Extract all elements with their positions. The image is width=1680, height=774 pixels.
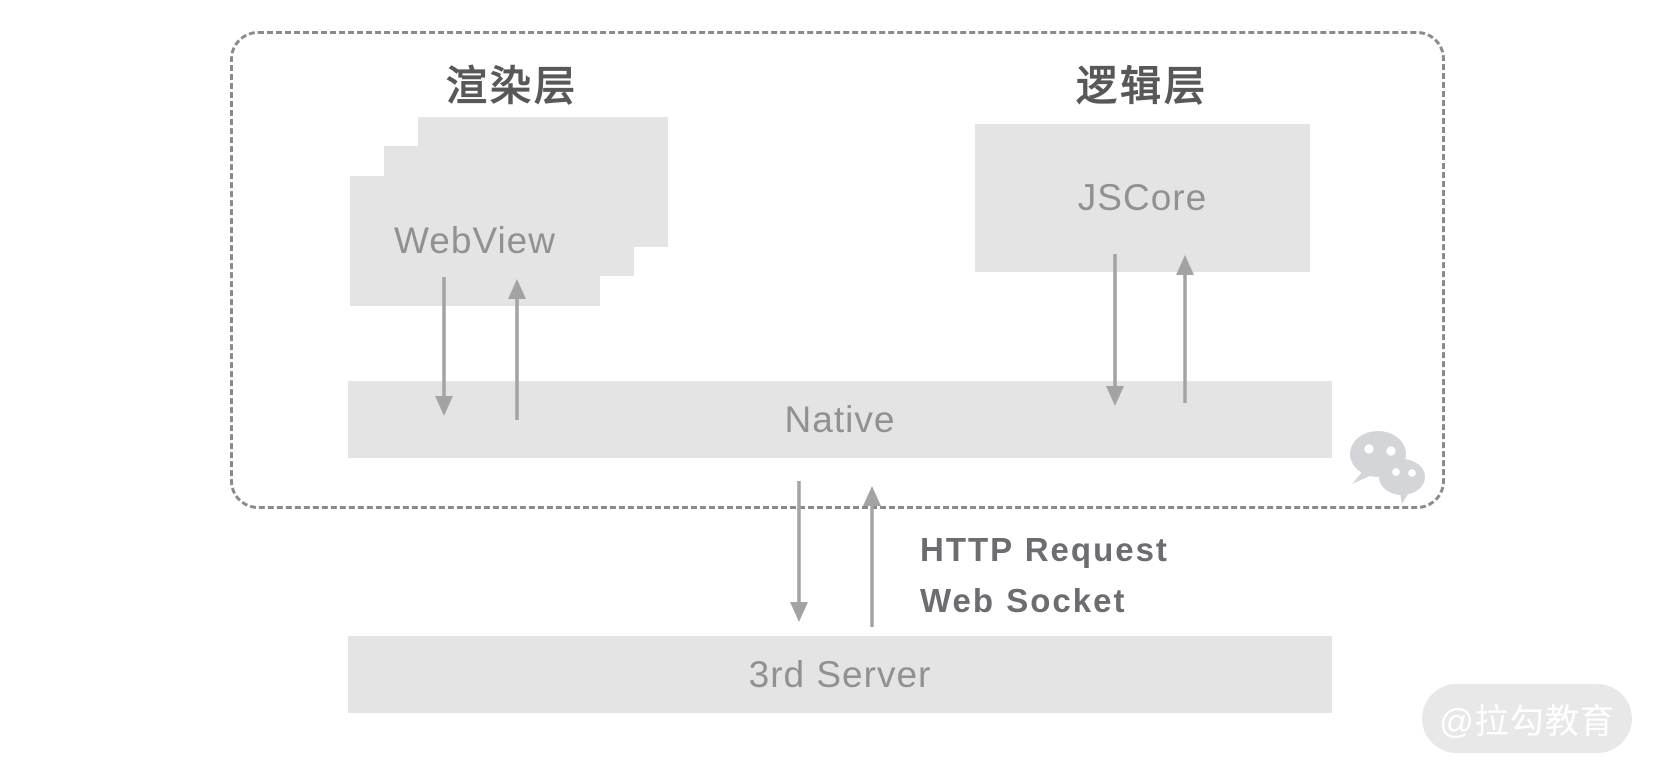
server-bar: 3rd Server [348,636,1332,713]
jscore-box: JSCore [975,124,1310,272]
webview-box: WebView [350,176,600,306]
native-label: Native [784,398,896,440]
watermark-badge: @拉勾教育 [1422,684,1632,753]
native-bar: Native [348,381,1332,458]
watermark-label: @拉勾教育 [1439,703,1615,741]
jscore-label: JSCore [1077,177,1208,218]
http-request-label: HTTP Request [920,531,1169,568]
webview-label: WebView [394,220,556,261]
render-layer-title: 渲染层 [446,63,578,109]
server-label: 3rd Server [748,653,932,695]
logic-layer-title: 逻辑层 [1076,63,1208,109]
app-dashed-container [230,31,1445,509]
web-socket-label: Web Socket [920,582,1127,619]
wechat-icon [1350,431,1425,504]
